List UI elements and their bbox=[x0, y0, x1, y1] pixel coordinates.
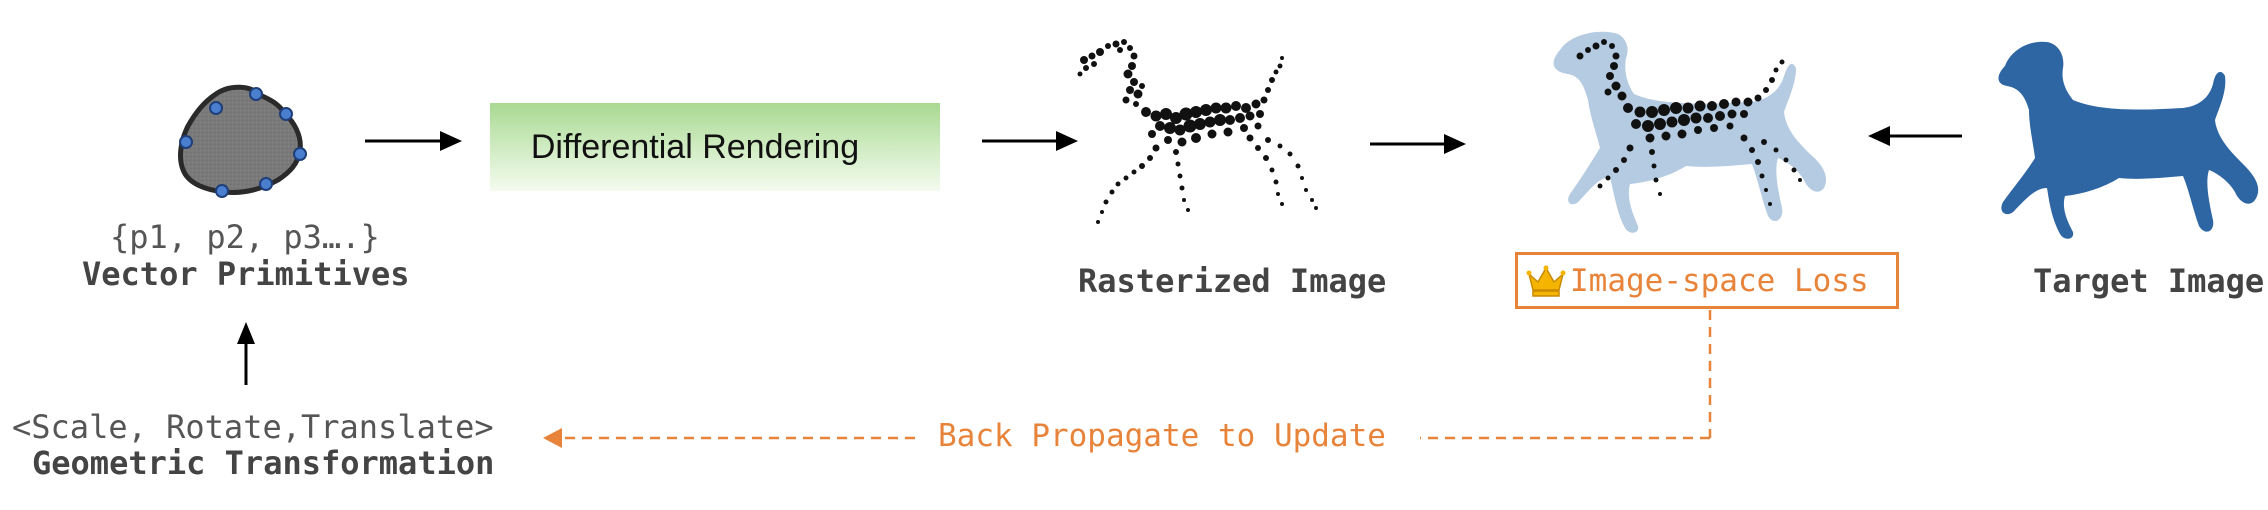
control-point-icon bbox=[259, 177, 273, 191]
arrow-render-to-raster-head bbox=[1056, 131, 1078, 151]
back-propagate-label: Back Propagate to Update bbox=[938, 418, 1386, 454]
transform-params-label: <Scale, Rotate,Translate> bbox=[12, 408, 494, 446]
control-point-icon bbox=[293, 147, 307, 161]
differential-rendering-box: Differential Rendering bbox=[490, 103, 940, 191]
primitive-set-label: {p1, p2, p3….} bbox=[110, 218, 380, 256]
target-image-title: Target Image bbox=[2033, 262, 2265, 300]
differential-rendering-label: Differential Rendering bbox=[530, 127, 860, 166]
loss-overlay-dog-image bbox=[1553, 31, 1827, 233]
rasterized-image-title: Rasterized Image bbox=[1078, 262, 1387, 300]
control-point-icon bbox=[249, 87, 263, 101]
image-space-loss-box: Image-space Loss bbox=[1515, 252, 1899, 309]
control-point-icon bbox=[209, 101, 223, 115]
target-dog-image bbox=[1998, 41, 2259, 239]
rasterized-dog-image bbox=[1077, 39, 1318, 224]
vector-primitives-title: Vector Primitives bbox=[82, 255, 410, 293]
control-point-icon bbox=[179, 135, 193, 149]
vector-primitive-shape bbox=[178, 84, 307, 198]
arrow-up-transform-head bbox=[237, 322, 255, 344]
crown-icon bbox=[1526, 264, 1566, 298]
arrow-raster-to-loss-head bbox=[1444, 134, 1466, 154]
feedback-arrow-head bbox=[543, 428, 562, 448]
arrow-target-to-loss-head bbox=[1868, 126, 1890, 146]
control-point-icon bbox=[215, 184, 229, 198]
arrow-primitive-to-render-head bbox=[440, 131, 462, 151]
control-point-icon bbox=[279, 107, 293, 121]
geometric-transformation-title: Geometric Transformation bbox=[32, 444, 495, 482]
image-space-loss-label: Image-space Loss bbox=[1570, 262, 1869, 299]
